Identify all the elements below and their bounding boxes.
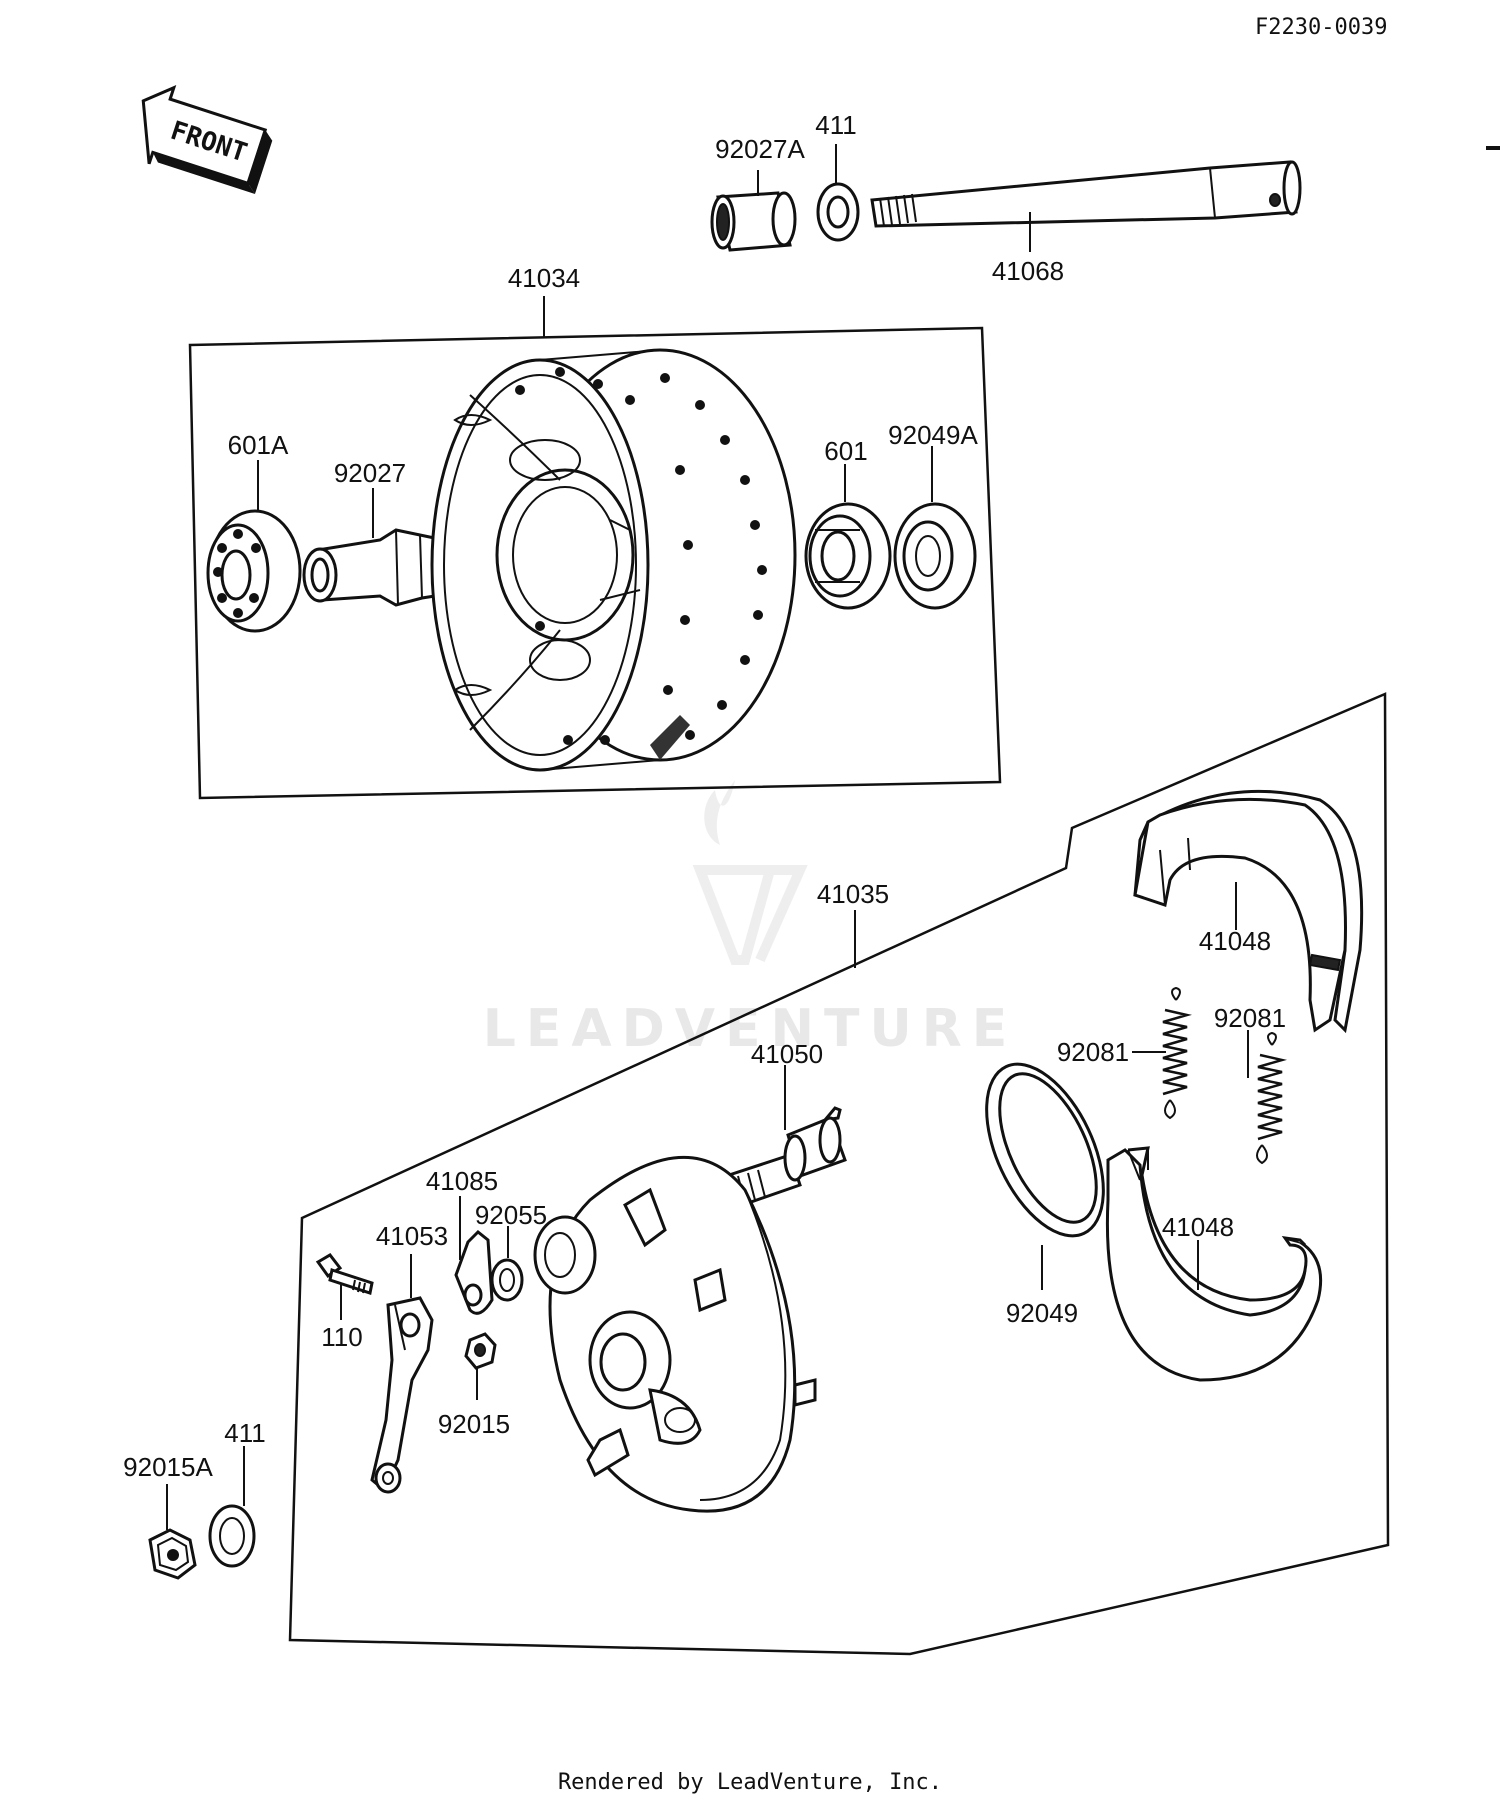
label-41035: 41035 — [817, 879, 889, 909]
label-92049A: 92049A — [888, 420, 978, 450]
watermark-text: LEADVENTURE — [483, 999, 1018, 1059]
label-41085: 41085 — [426, 1166, 498, 1196]
spring-92081-left — [1162, 986, 1192, 1120]
wheel-hub-41034 — [430, 348, 797, 772]
label-92027: 92027 — [334, 458, 406, 488]
bearing-601 — [804, 502, 892, 610]
label-411-top: 411 — [815, 110, 856, 140]
washer-411-top — [816, 182, 860, 242]
label-92015A: 92015A — [123, 1452, 213, 1482]
collar-92027A — [710, 191, 797, 252]
bolt-110 — [315, 1253, 374, 1295]
brake-shoe-41048-top — [1133, 789, 1364, 1034]
label-411-bottom: 411 — [224, 1418, 265, 1448]
spring-92081-right — [1256, 1031, 1287, 1165]
label-41068: 41068 — [992, 256, 1064, 286]
label-41048-bottom: 41048 — [1162, 1212, 1234, 1242]
front-arrow: FRONT — [141, 84, 273, 194]
label-110: 110 — [321, 1322, 362, 1352]
label-92049: 92049 — [1006, 1298, 1078, 1328]
washer-411-bottom — [208, 1504, 256, 1568]
edge-mark — [1486, 146, 1500, 150]
brake-panel — [533, 1155, 817, 1513]
axle-nut-92015A — [148, 1528, 197, 1580]
watermark-logo — [692, 780, 808, 965]
diagram-code: F2230-0039 — [1255, 15, 1387, 40]
brake-assembly-box — [288, 692, 1390, 1656]
label-41048-top: 41048 — [1199, 926, 1271, 956]
label-92055: 92055 — [475, 1200, 547, 1230]
nut-92015 — [464, 1332, 497, 1370]
seal-92049 — [985, 1062, 1105, 1238]
axle-41068 — [870, 160, 1302, 228]
footer-credit: Rendered by LeadVenture, Inc. — [557, 1770, 943, 1795]
label-41053: 41053 — [376, 1221, 448, 1251]
label-601: 601 — [824, 436, 867, 466]
washer-92055 — [490, 1258, 524, 1302]
label-92027A: 92027A — [715, 134, 805, 164]
label-92081-right: 92081 — [1214, 1003, 1286, 1033]
label-601A: 601A — [228, 430, 289, 460]
label-92015: 92015 — [438, 1409, 510, 1439]
oil-seal-92049A — [893, 502, 977, 610]
brake-lever-41053 — [370, 1296, 434, 1494]
hub-assembly-box — [188, 326, 1002, 800]
label-41034: 41034 — [508, 263, 580, 293]
label-92081-left: 92081 — [1057, 1037, 1129, 1067]
indicator-plate-41085 — [454, 1229, 494, 1315]
brake-shoe-41048-bottom — [1105, 1146, 1323, 1382]
bearing-601A — [206, 509, 302, 633]
label-41050: 41050 — [751, 1039, 823, 1069]
